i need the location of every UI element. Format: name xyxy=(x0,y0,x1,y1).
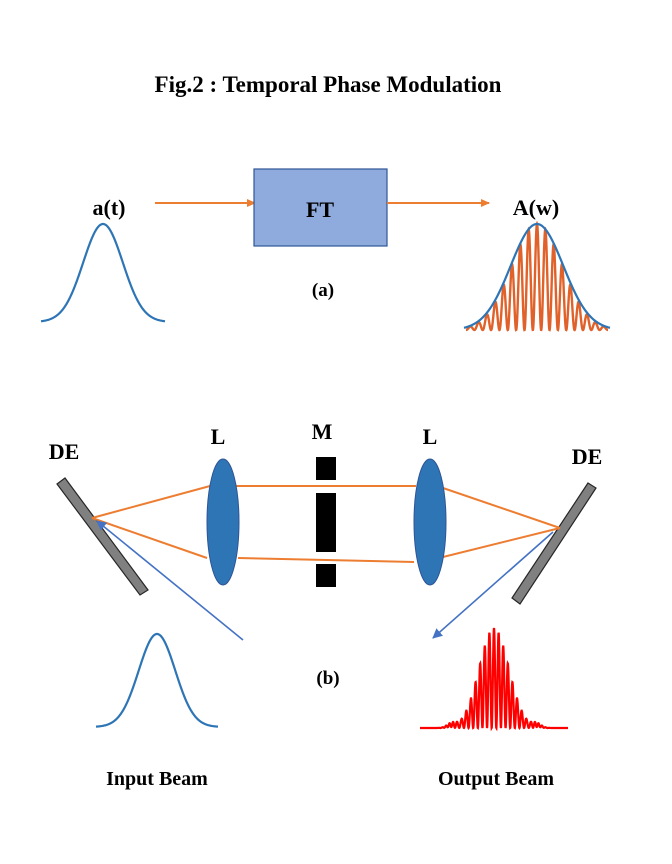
beam-right-upper xyxy=(442,487,561,529)
input-beam-arrow xyxy=(96,520,244,641)
beam-right-lower xyxy=(442,527,561,558)
output-beam-pulse-curve xyxy=(420,627,568,732)
beam-lower-parallel xyxy=(237,557,415,563)
right-diffraction-grating xyxy=(511,482,597,605)
spectrum-envelope-curve xyxy=(463,222,611,329)
mask-label: M xyxy=(312,419,333,444)
left-grating-label: DE xyxy=(49,439,80,464)
left-lens-label: L xyxy=(211,424,226,449)
beam-left-upper xyxy=(91,485,211,519)
phase-mask xyxy=(316,457,336,587)
panel-a-caption: (a) xyxy=(312,280,334,301)
beam-left-lower xyxy=(91,517,208,559)
right-lens xyxy=(413,458,447,586)
beam-paths xyxy=(91,485,561,563)
output-beam-arrow xyxy=(432,531,554,639)
panel-b-caption: (b) xyxy=(316,668,339,689)
output-beam-caption: Output Beam xyxy=(438,768,554,790)
right-grating-label: DE xyxy=(572,444,603,469)
figure-title: Fig.2 : Temporal Phase Modulation xyxy=(155,72,502,97)
output-spectrum-label: A(w) xyxy=(513,195,559,220)
mask-segment-middle xyxy=(316,493,336,552)
ft-block-label: FT xyxy=(306,197,334,222)
input-beam-gaussian-curve xyxy=(95,632,219,728)
ft-block xyxy=(253,168,388,247)
left-diffraction-grating xyxy=(56,477,149,596)
input-gaussian-curve xyxy=(40,222,166,323)
mask-segment-top xyxy=(316,457,336,480)
spectrum-fringes-curve xyxy=(465,220,609,332)
input-signal-label: a(t) xyxy=(93,195,126,220)
right-lens-label: L xyxy=(423,424,438,449)
input-beam-caption: Input Beam xyxy=(106,768,208,790)
mask-segment-bottom xyxy=(316,564,336,587)
left-lens xyxy=(206,458,240,586)
